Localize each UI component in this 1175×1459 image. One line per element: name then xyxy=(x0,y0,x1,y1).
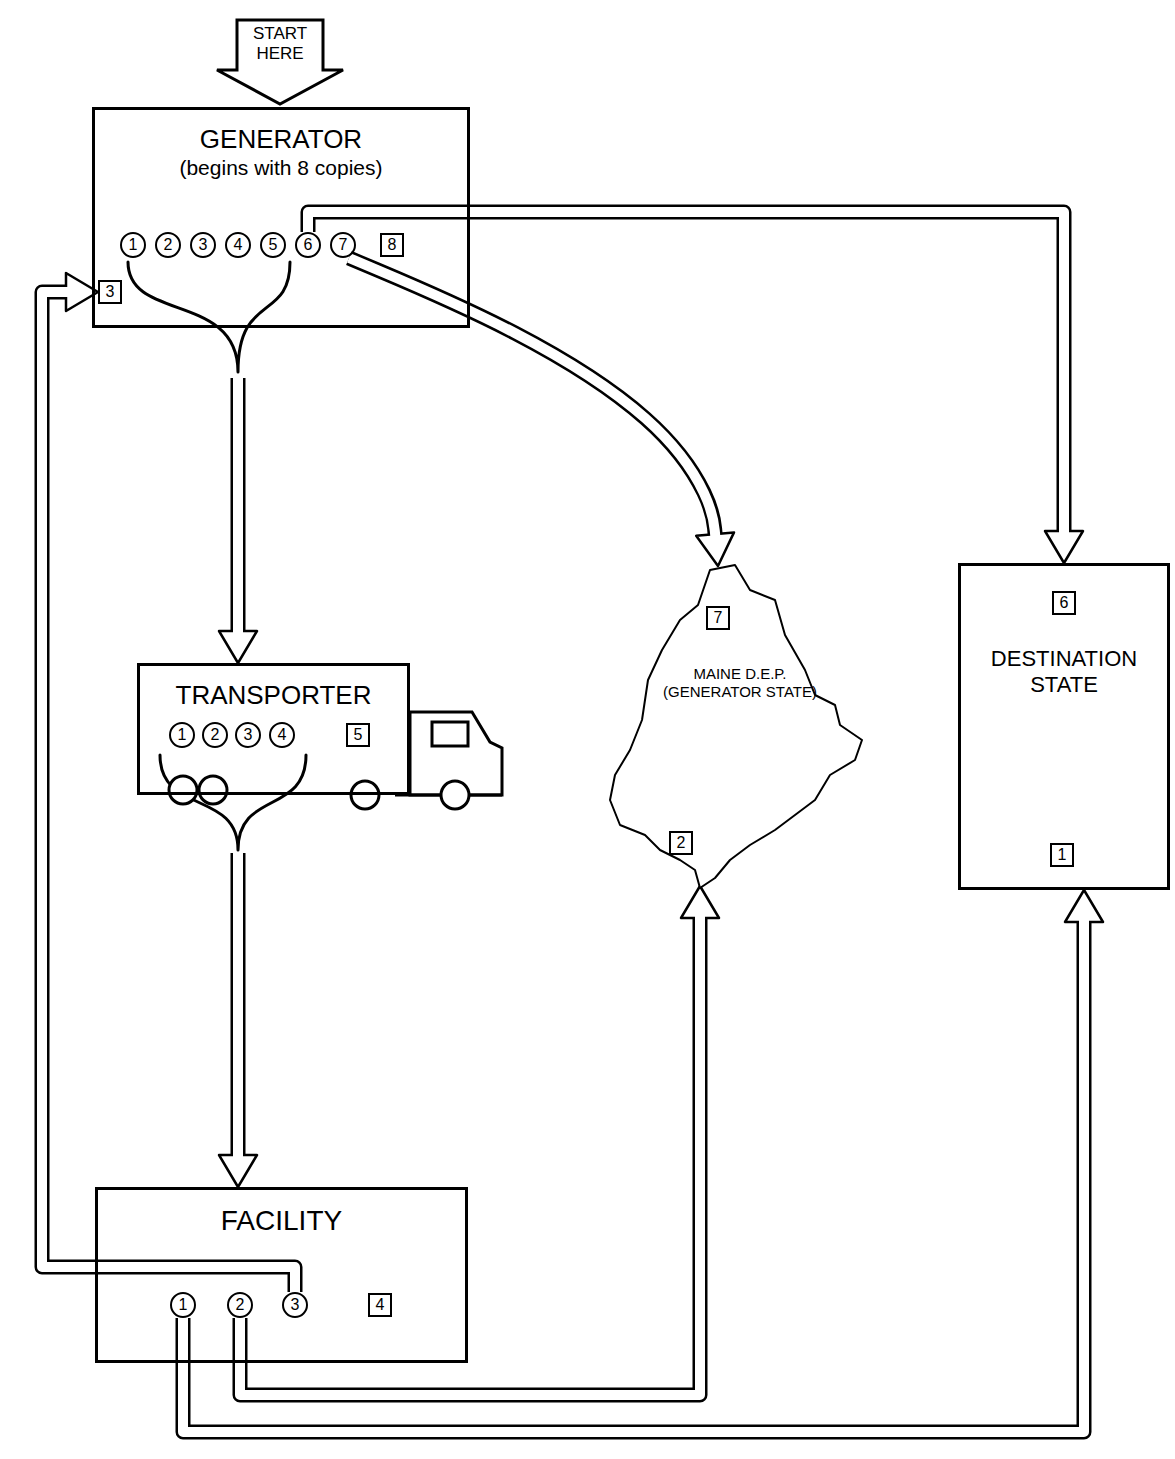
circled-copy-number: 4 xyxy=(225,232,251,258)
arrow-shaft-fill xyxy=(308,212,1064,534)
circled-copy-number: 3 xyxy=(282,1292,308,1318)
copy-number: 2 xyxy=(164,237,173,253)
circled-copy-number: 3 xyxy=(190,232,216,258)
arrow-head xyxy=(696,532,734,566)
circled-copy-number: 5 xyxy=(260,232,286,258)
boxed-copy-number: 6 xyxy=(1052,591,1076,615)
copy-number: 5 xyxy=(269,237,278,253)
arrow-head xyxy=(1045,531,1083,563)
copy-number: 7 xyxy=(339,237,348,253)
copy-number: 3 xyxy=(291,1297,300,1313)
copy-flow-arrow xyxy=(349,258,734,566)
node-heading: MAINE D.E.P. (GENERATOR STATE) xyxy=(655,665,825,701)
copy-number: 4 xyxy=(278,727,287,743)
generator-box: GENERATOR(begins with 8 copies) 1 2 3 4 5 6 7 8 3 xyxy=(92,107,470,328)
node-subheading: (begins with 8 copies) xyxy=(95,155,467,180)
truck-wheel xyxy=(441,781,469,809)
arrow-head xyxy=(219,1155,257,1187)
circled-copy-number: 1 xyxy=(169,722,195,748)
boxed-copy-number: 3 xyxy=(98,280,122,304)
copy-number: 6 xyxy=(304,237,313,253)
boxed-copy-number: 8 xyxy=(380,233,404,257)
boxed-copy-number: 1 xyxy=(1050,843,1074,867)
copy-number: 1 xyxy=(1058,847,1067,863)
boxed-copy-number: 5 xyxy=(346,723,370,747)
truck-wheel xyxy=(199,776,227,804)
copy-number: 2 xyxy=(236,1297,245,1313)
arrow-shaft-fill xyxy=(349,258,715,537)
copy-number: 8 xyxy=(388,237,397,253)
circled-copy-number: 7 xyxy=(330,232,356,258)
boxed-copy-number: 7 xyxy=(706,606,730,630)
state-outline xyxy=(600,560,870,890)
arrow-shaft-fill xyxy=(183,919,1084,1432)
circled-copy-number: 1 xyxy=(120,232,146,258)
arrow-shaft-fill xyxy=(240,915,700,1395)
copy-number: 1 xyxy=(129,237,138,253)
circled-copy-number: 2 xyxy=(227,1292,253,1318)
node-heading: GENERATOR xyxy=(95,124,467,155)
arrow-shaft-outline xyxy=(42,292,295,1292)
arrow-head xyxy=(681,886,719,918)
boxed-copy-number: 4 xyxy=(368,1293,392,1317)
arrow-shaft-fill xyxy=(233,378,243,634)
copy-number: 2 xyxy=(211,727,220,743)
copy-flow-arrow xyxy=(240,886,719,1395)
copy-flow-arrow xyxy=(308,212,1083,563)
arrow-shaft-outline xyxy=(240,918,700,1395)
circled-copy-number: 2 xyxy=(202,722,228,748)
maine-outline xyxy=(610,565,862,888)
node-heading: START HERE xyxy=(242,24,318,65)
start-arrow: START HERE xyxy=(215,20,345,106)
node-heading: FACILITY xyxy=(98,1204,465,1238)
copy-flow-arrow xyxy=(183,890,1103,1432)
copy-number: 4 xyxy=(376,1297,385,1313)
circled-copy-number: 3 xyxy=(235,722,261,748)
boxed-copy-number: 2 xyxy=(669,831,693,855)
truck-wheel xyxy=(169,776,197,804)
truck-wheel xyxy=(351,781,379,809)
copy-number: 1 xyxy=(178,727,187,743)
copy-number: 4 xyxy=(234,237,243,253)
copy-number: 3 xyxy=(106,284,115,300)
arrow-shaft-outline xyxy=(183,922,1084,1432)
arrow-shaft-outline xyxy=(308,212,1064,531)
copy-number: 2 xyxy=(677,835,686,851)
start-arrow-shape xyxy=(217,20,343,104)
copy-number: 3 xyxy=(244,727,253,743)
arrow-head xyxy=(1065,890,1103,922)
arrow-shaft-fill xyxy=(42,292,295,1292)
copy-flow-arrow xyxy=(219,378,257,663)
arrow-shaft-outline xyxy=(349,258,715,534)
copy-number: 6 xyxy=(1060,595,1069,611)
copy-number: 1 xyxy=(179,1297,188,1313)
transporter-bracket xyxy=(160,755,306,850)
generator-bracket xyxy=(128,262,290,372)
copy-number: 3 xyxy=(199,237,208,253)
truck-window xyxy=(432,722,468,746)
facility-box: FACILITY 1 2 3 4 xyxy=(95,1187,468,1363)
destination-box: DESTINATION STATE 6 1 xyxy=(958,563,1170,890)
transporter-box: TRANSPORTER 1 2 3 4 5 xyxy=(137,663,410,795)
copy-flow-arrow xyxy=(219,853,257,1187)
circled-copy-number: 6 xyxy=(295,232,321,258)
circled-copy-number: 4 xyxy=(269,722,295,748)
state-map: MAINE D.E.P. (GENERATOR STATE) 7 2 xyxy=(600,560,870,890)
node-heading: DESTINATION STATE xyxy=(961,646,1167,699)
arrow-shaft-fill xyxy=(233,853,243,1158)
copy-number: 5 xyxy=(354,727,363,743)
circled-copy-number: 2 xyxy=(155,232,181,258)
copy-brackets xyxy=(128,262,306,850)
copy-flow-arrow xyxy=(42,273,295,1292)
circled-copy-number: 1 xyxy=(170,1292,196,1318)
node-heading: TRANSPORTER xyxy=(140,680,407,711)
arrow-head xyxy=(219,631,257,663)
copy-number: 7 xyxy=(714,610,723,626)
